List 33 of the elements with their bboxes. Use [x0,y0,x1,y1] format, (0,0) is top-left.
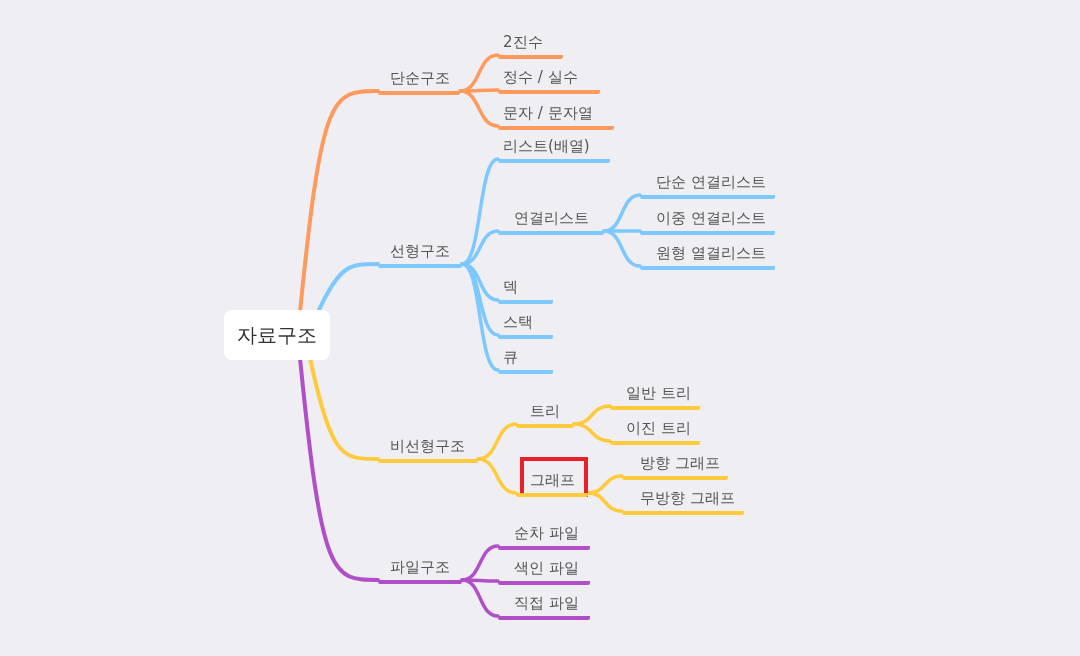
root-topic-box [224,310,330,360]
topic-label: 순차 파일 [514,524,579,543]
topic-label: 그래프 [530,471,575,490]
topic-label: 2진수 [503,33,543,52]
topic-label: 스택 [503,313,533,332]
topic-label: 원형 열결리스트 [656,244,766,263]
topic-label: 리스트(배열) [503,137,590,156]
branch-line [460,262,500,372]
topic-label: 비선형구조 [390,437,465,456]
topic-label: 큐 [503,348,518,367]
topic-label: 이중 연결리스트 [656,209,766,228]
topic-label: 연결리스트 [514,209,589,228]
branch-line [458,89,500,128]
topic-label: 문자 / 문자열 [503,104,593,123]
topic-label: 파일구조 [390,558,450,577]
topic-label: 색인 파일 [514,559,579,578]
topic-label: 덱 [503,278,518,297]
topic-label: 선형구조 [390,242,450,261]
branch-line [586,491,624,513]
topic-label: 이진 트리 [626,419,691,438]
branch-line [476,457,518,495]
branch-line [572,422,612,443]
topic-label: 무방향 그래프 [640,489,735,508]
topic-label: 단순 연결리스트 [656,173,766,192]
topic-label: 방향 그래프 [640,454,720,473]
topic-label: 직접 파일 [514,594,579,613]
branch-line [460,578,500,618]
branch-line [602,229,642,268]
topic-label: 트리 [530,402,560,421]
topic-label: 정수 / 실수 [503,68,578,87]
topic-label: 자료구조 [237,321,317,349]
topic-label: 일반 트리 [626,384,691,403]
topic-label: 단순구조 [390,69,450,88]
